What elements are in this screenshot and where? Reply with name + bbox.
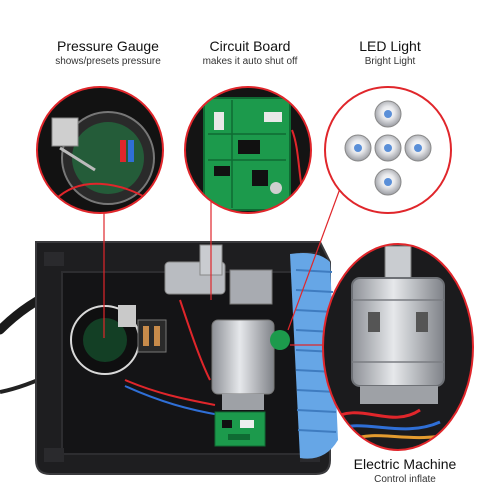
circuit-board-detail <box>184 86 312 214</box>
pressure-switch <box>137 319 167 353</box>
electric-machine-subtitle: Control inflate <box>374 474 436 485</box>
circuit-board-title: Circuit Board <box>209 38 291 54</box>
pressure-gauge-title: Pressure Gauge <box>57 38 159 54</box>
led-light-detail <box>324 86 452 214</box>
internal-gauge-dial <box>70 305 140 375</box>
internal-wires <box>124 299 221 416</box>
pressure-gauge-subtitle: shows/presets pressure <box>55 56 161 67</box>
circuit-board-callout: Circuit Board makes it auto shut off <box>185 38 315 68</box>
led-light-title: LED Light <box>359 38 421 54</box>
electric-machine-callout: Electric Machine Control inflate <box>335 456 475 486</box>
internal-circuit-board <box>214 411 266 447</box>
electric-machine-title: Electric Machine <box>353 456 457 472</box>
electric-machine-detail <box>322 243 474 451</box>
circuit-board-subtitle: makes it auto shut off <box>202 56 298 67</box>
led-bulb-cluster <box>344 100 432 196</box>
pressure-gauge-callout: Pressure Gauge shows/presets pressure <box>38 38 178 68</box>
pressure-gauge-detail <box>36 86 164 214</box>
cylinder-piston <box>164 244 273 305</box>
internal-motor <box>211 319 290 410</box>
led-light-callout: LED Light Bright Light <box>325 38 455 68</box>
callout-leader-lines <box>103 174 346 346</box>
led-light-subtitle: Bright Light <box>364 56 416 67</box>
